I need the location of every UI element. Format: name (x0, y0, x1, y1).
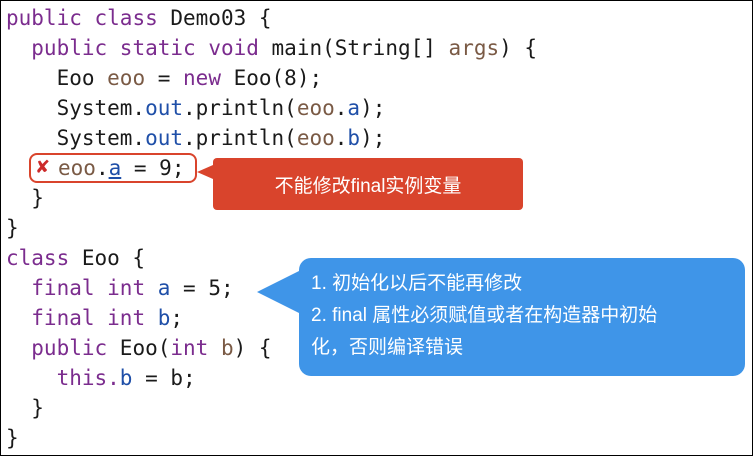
error-callout-text: 不能修改final实例变量 (274, 175, 462, 197)
error-callout-arrow (197, 165, 213, 179)
error-callout: 不能修改final实例变量 (213, 158, 523, 210)
code-line-3: Eoo eoo = new Eoo(8); (6, 66, 323, 90)
code-line-1: public class Demo03 { (6, 6, 272, 30)
info-callout: 1. 初始化以后不能再修改 2. final 属性必须赋值或者在构造器中初始 化… (299, 258, 745, 376)
code-line-13: this.b = b; (6, 366, 196, 390)
error-highlight-box (29, 153, 197, 183)
error-x-icon: ✘ (35, 157, 51, 178)
code-line-10: final int a = 5; (6, 276, 234, 300)
code-line-12: public Eoo(int b) { (6, 336, 272, 360)
code-line-6-error: eoo.a = 9; (58, 156, 185, 180)
info-callout-line-2: 2. final 属性必须赋值或者在构造器中初始 (311, 305, 658, 326)
code-line-4: System.out.println(eoo.a); (6, 96, 386, 120)
code-line-5: System.out.println(eoo.b); (6, 126, 386, 150)
code-line-14: } (6, 396, 44, 420)
info-callout-arrow (257, 270, 301, 314)
code-line-9: class Eoo { (6, 246, 146, 270)
code-line-2: public static void main(String[] args) { (6, 36, 538, 60)
code-line-7: } (6, 186, 44, 210)
info-callout-line-3: 化，否则编译错误 (311, 337, 464, 358)
info-callout-line-1: 1. 初始化以后不能再修改 (311, 273, 523, 294)
code-line-8: } (6, 216, 19, 240)
code-line-11: final int b; (6, 306, 184, 330)
code-line-15: } (6, 426, 19, 450)
